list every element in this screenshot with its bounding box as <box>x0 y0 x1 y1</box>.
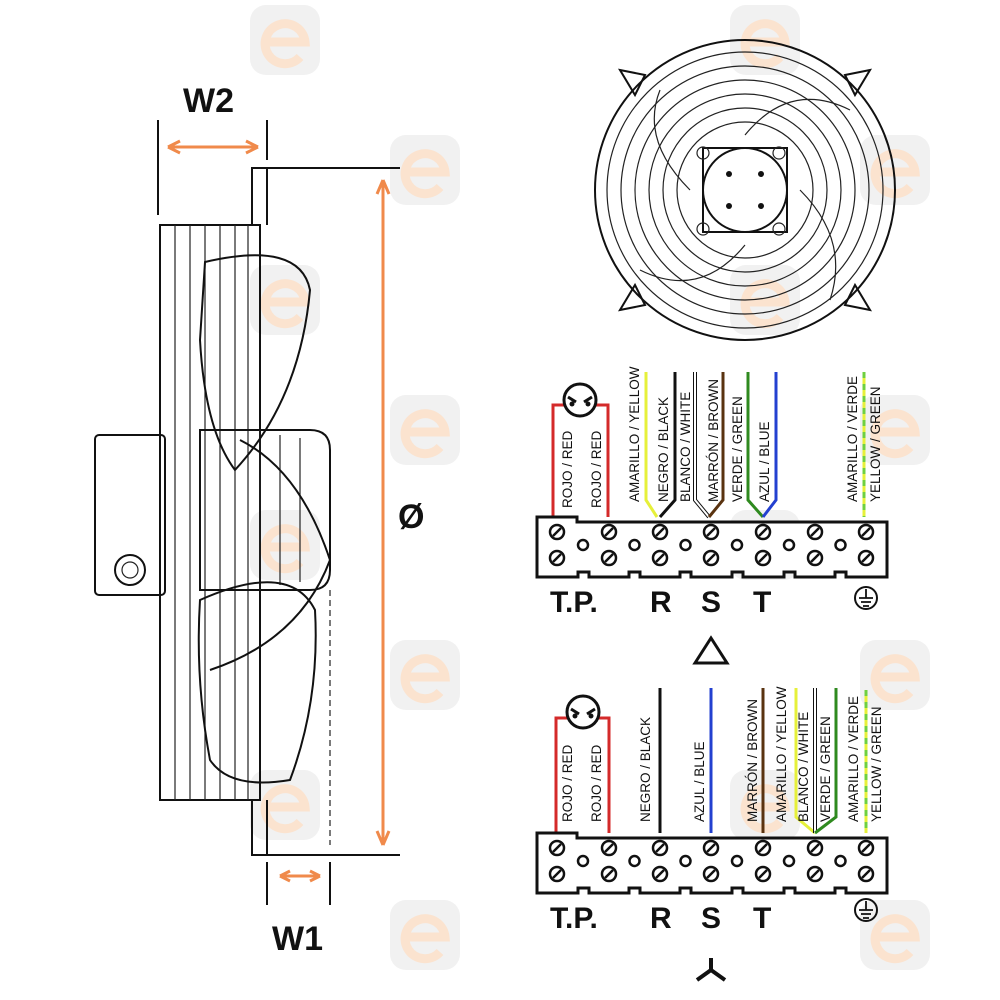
mount-hole <box>628 538 641 552</box>
screw-slot <box>552 843 562 853</box>
screw-slot <box>552 527 562 537</box>
star-symbol-icon <box>695 958 727 982</box>
screw-slot <box>861 869 871 879</box>
watermark-logo-tile <box>860 640 930 710</box>
mount-hole <box>576 538 590 552</box>
star-wiring-diagram: ROJO / RED ROJO / RED NEGRO / BLACK AZUL… <box>535 686 889 982</box>
wire-label: ROJO / RED <box>589 430 604 508</box>
terminal-block <box>535 831 889 895</box>
screw-slot <box>604 527 614 537</box>
terminal-t-label: T <box>753 586 771 619</box>
screw-slot <box>552 553 562 563</box>
screw-slot <box>758 527 768 537</box>
screw-slot <box>758 553 768 563</box>
watermark-logo-tile <box>390 900 460 970</box>
watermark-logo-tile <box>250 5 320 75</box>
ground-icon <box>854 898 878 922</box>
screw-slot <box>604 869 614 879</box>
screw-slot <box>604 843 614 853</box>
watermark-logo-tile <box>390 395 460 465</box>
wire-label: YELLOW / GREEN <box>869 706 884 822</box>
mount-hole <box>730 538 744 552</box>
screw-slot <box>706 527 716 537</box>
mount-hole <box>679 854 692 868</box>
wire-label: MARRÓN / BROWN <box>745 699 760 822</box>
screw-slot <box>861 553 871 563</box>
wire-label: AMARILLO / YELLOW <box>774 686 789 822</box>
screw-slot <box>861 527 871 537</box>
watermark-logo-tile <box>390 640 460 710</box>
wire-label: AMARILLO / VERDE <box>845 376 860 502</box>
terminal-tp-label: T.P. <box>550 586 598 619</box>
screw-slot <box>604 553 614 563</box>
mount-hole <box>576 854 590 868</box>
wire-label: VERDE / GREEN <box>818 716 833 822</box>
terminal-tp-label: T.P. <box>550 902 598 935</box>
watermark-logo-tile <box>860 900 930 970</box>
fan-front-view <box>594 39 896 341</box>
delta-wiring-diagram: ROJO / RED ROJO / RED AMARILLO / YELLOW … <box>535 366 889 665</box>
wire-label: VERDE / GREEN <box>730 396 745 502</box>
mount-hole <box>679 538 692 552</box>
wire-label: BLANCO / WHITE <box>678 392 693 502</box>
wire-label: YELLOW / GREEN <box>868 386 883 502</box>
screw-slot <box>552 869 562 879</box>
screw-slot <box>758 843 768 853</box>
screw-slot <box>706 843 716 853</box>
mount-hole <box>628 854 641 868</box>
screw-slot <box>861 843 871 853</box>
wire-label: NEGRO / BLACK <box>656 397 671 502</box>
terminal-t-label: T <box>753 902 771 935</box>
delta-symbol-icon <box>692 635 730 665</box>
thermal-protector-icon <box>562 382 598 418</box>
screw-slot <box>810 553 820 563</box>
screw-slot <box>810 869 820 879</box>
mount-hole <box>834 538 847 552</box>
screw-slot <box>758 869 768 879</box>
mount-hole <box>782 854 796 868</box>
screw-slot <box>810 843 820 853</box>
mount-hole <box>782 538 796 552</box>
dimension-lines <box>157 120 400 905</box>
watermark-logo-tile <box>250 265 320 335</box>
mount-hole <box>834 854 847 868</box>
thermal-protector-icon <box>565 694 601 730</box>
wire-label: ROJO / RED <box>560 430 575 508</box>
w2-label: W2 <box>183 82 234 120</box>
diameter-label: Ø <box>398 498 424 536</box>
terminal-r-label: R <box>650 902 672 935</box>
terminal-block-outline <box>535 831 889 895</box>
terminal-r-label: R <box>650 586 672 619</box>
watermark-logo-tile <box>860 395 930 465</box>
screw-slot <box>655 869 665 879</box>
wire-label: MARRÓN / BROWN <box>706 379 721 502</box>
ground-icon <box>854 586 878 610</box>
terminal-block-outline <box>535 515 889 579</box>
watermark-logo-tile <box>730 265 800 335</box>
fan-side-view <box>94 167 332 856</box>
watermark-logo-tile <box>390 135 460 205</box>
wire-label: ROJO / RED <box>589 744 604 822</box>
watermark-logo-tile <box>730 770 800 840</box>
wire-label: ROJO / RED <box>560 744 575 822</box>
wire-label: AMARILLO / YELLOW <box>627 366 642 502</box>
terminal-s-label: S <box>701 902 721 935</box>
terminal-block <box>535 515 889 579</box>
w1-label: W1 <box>272 920 323 958</box>
screw-slot <box>655 553 665 563</box>
wire-label: AZUL / BLUE <box>757 421 772 502</box>
terminal-s-label: S <box>701 586 721 619</box>
screw-slot <box>810 527 820 537</box>
screw-slot <box>706 553 716 563</box>
screw-slot <box>655 843 665 853</box>
wire-label: AMARILLO / VERDE <box>846 696 861 822</box>
screw-slot <box>655 527 665 537</box>
wire-label: NEGRO / BLACK <box>638 717 653 822</box>
wire-label: AZUL / BLUE <box>692 741 707 822</box>
wire-label: BLANCO / WHITE <box>796 712 811 822</box>
screw-slot <box>706 869 716 879</box>
mount-hole <box>730 854 744 868</box>
